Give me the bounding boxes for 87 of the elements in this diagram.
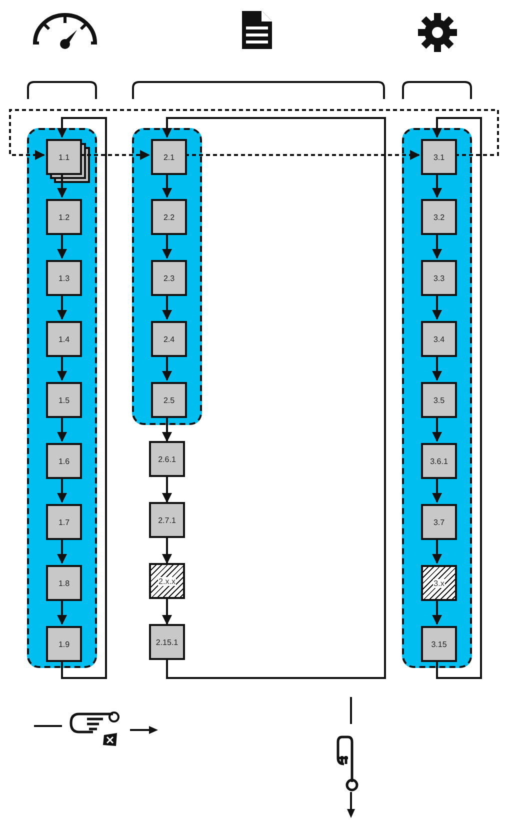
process-box — [421, 139, 457, 175]
process-box — [46, 321, 82, 357]
arrow — [432, 355, 442, 381]
process-box — [149, 441, 185, 477]
process-box — [151, 199, 187, 235]
arrow — [162, 599, 172, 625]
step-number: 3.2 — [433, 212, 445, 222]
process-box — [46, 443, 82, 479]
process-box — [46, 199, 82, 235]
step-number: 2.x.x — [158, 576, 176, 586]
arrow — [162, 233, 172, 259]
arrow — [162, 117, 386, 679]
step-number: 1.1 — [58, 152, 70, 162]
group-panel — [27, 128, 97, 668]
process-box — [151, 139, 187, 175]
step-number: 2.1 — [163, 152, 175, 162]
group-panel — [402, 128, 472, 668]
arrow — [432, 599, 442, 625]
step-number: 3.15 — [431, 640, 447, 648]
process-box — [421, 321, 457, 357]
process-box — [421, 565, 457, 601]
step-number: 1.8 — [58, 578, 70, 588]
arrow — [162, 477, 172, 503]
process-box — [151, 382, 187, 418]
process-box — [421, 382, 457, 418]
arrow — [432, 416, 442, 442]
arrow — [57, 477, 67, 503]
process-box — [151, 321, 187, 357]
arrow — [57, 173, 67, 198]
process-box — [46, 139, 82, 175]
step-number: 2.6.1 — [158, 454, 176, 464]
step-number: 1.6 — [58, 456, 70, 466]
arrow — [432, 477, 442, 503]
arrow — [162, 416, 172, 442]
step-number: 2.7.1 — [158, 516, 176, 524]
step-number: 1.2 — [58, 212, 70, 222]
process-box — [46, 382, 82, 418]
step-number: 3.6.1 — [430, 456, 448, 466]
step-number: 1.5 — [58, 396, 70, 404]
process-box — [46, 565, 82, 601]
group-panel — [132, 128, 202, 425]
arrow — [432, 233, 442, 259]
arrow — [57, 233, 67, 259]
step-number: 1.7 — [58, 518, 70, 526]
arrow — [432, 173, 442, 198]
arrow — [162, 355, 172, 381]
arrow — [185, 150, 420, 160]
arrow — [432, 294, 442, 320]
arrow — [432, 538, 442, 564]
process-box — [46, 504, 82, 540]
step-number: 2.15.1 — [156, 638, 178, 646]
step-number: 2.4 — [163, 334, 175, 344]
process-box — [151, 260, 187, 296]
process-box — [149, 563, 185, 599]
step-number: 3.4 — [433, 334, 445, 344]
arrow — [57, 538, 67, 564]
step-number: 3.x — [432, 578, 446, 588]
step-number: 1.3 — [58, 274, 70, 282]
step-number: 1.9 — [58, 640, 70, 648]
process-box — [421, 626, 457, 662]
process-box — [46, 260, 82, 296]
step-number: 2.5 — [163, 396, 175, 404]
arrow — [57, 599, 67, 625]
arrow — [162, 173, 172, 198]
arrow — [162, 294, 172, 320]
arrow — [57, 294, 67, 320]
step-number: 1.4 — [58, 334, 70, 344]
process-box — [421, 504, 457, 540]
process-box — [421, 443, 457, 479]
arrow — [57, 117, 107, 679]
arrow — [162, 538, 172, 564]
arrow — [432, 117, 482, 679]
step-number: 3.5 — [433, 396, 445, 404]
process-box — [421, 260, 457, 296]
process-box — [421, 199, 457, 235]
arrow — [57, 416, 67, 442]
arrow — [80, 150, 150, 160]
step-number: 2.3 — [163, 274, 175, 282]
step-number: 2.2 — [163, 212, 175, 222]
step-number: 3.3 — [433, 274, 445, 282]
arrow — [9, 109, 499, 160]
step-number: 3.7 — [433, 518, 445, 526]
process-box — [149, 502, 185, 538]
process-box — [149, 624, 185, 660]
process-box — [46, 626, 82, 662]
step-number: 3.1 — [433, 152, 445, 162]
arrow — [57, 355, 67, 381]
